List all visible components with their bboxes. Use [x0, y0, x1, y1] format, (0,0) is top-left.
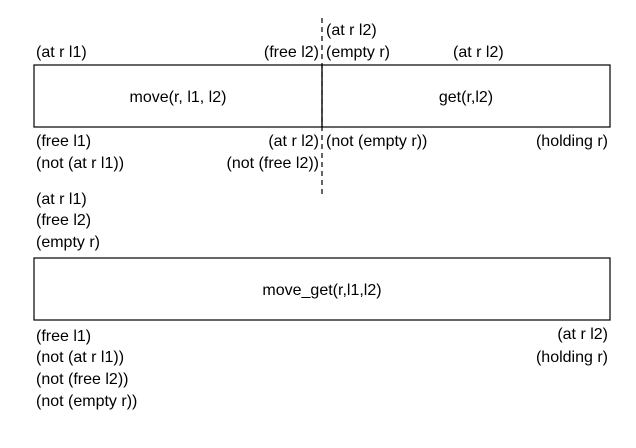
- merged-effect-left-4: (not (empty r)): [36, 393, 137, 410]
- merged-precondition-3: (empty r): [36, 234, 100, 251]
- merged-action-label: move_get(r,l1,l2): [262, 282, 381, 299]
- merged-effect-right-2: (holding r): [536, 349, 608, 366]
- merged-action-box: [33, 257, 611, 321]
- move-action-label: move(r, l1, l2): [130, 89, 227, 106]
- get-action-box: [321, 64, 611, 128]
- move-precondition-right: (free l2): [264, 44, 319, 61]
- merged-effect-left-1: (free l1): [36, 328, 91, 345]
- merged-effect-left-2: (not (at r l1)): [36, 349, 124, 366]
- move-precondition-left: (at r l1): [36, 44, 87, 61]
- move-effect-left-2: (not (at r l1)): [36, 155, 124, 172]
- merged-effect-left-3: (not (free l2)): [36, 371, 128, 388]
- get-precondition-left: (empty r): [326, 44, 390, 61]
- get-effect-right: (holding r): [536, 133, 608, 150]
- get-precondition-right: (at r l2): [453, 44, 504, 61]
- merged-effect-right-1: (at r l2): [557, 326, 608, 343]
- move-effect-left-1: (free l1): [36, 133, 91, 150]
- get-effect-left: (not (empty r)): [326, 133, 427, 150]
- move-effect-right-2: (not (free l2)): [227, 155, 319, 172]
- merged-precondition-2: (free l2): [36, 212, 91, 229]
- get-action-label: get(r,l2): [439, 89, 493, 106]
- move-effect-right-1: (at r l2): [268, 133, 319, 150]
- merged-precondition-1: (at r l1): [36, 191, 87, 208]
- get-precondition-upper: (at r l2): [326, 22, 377, 39]
